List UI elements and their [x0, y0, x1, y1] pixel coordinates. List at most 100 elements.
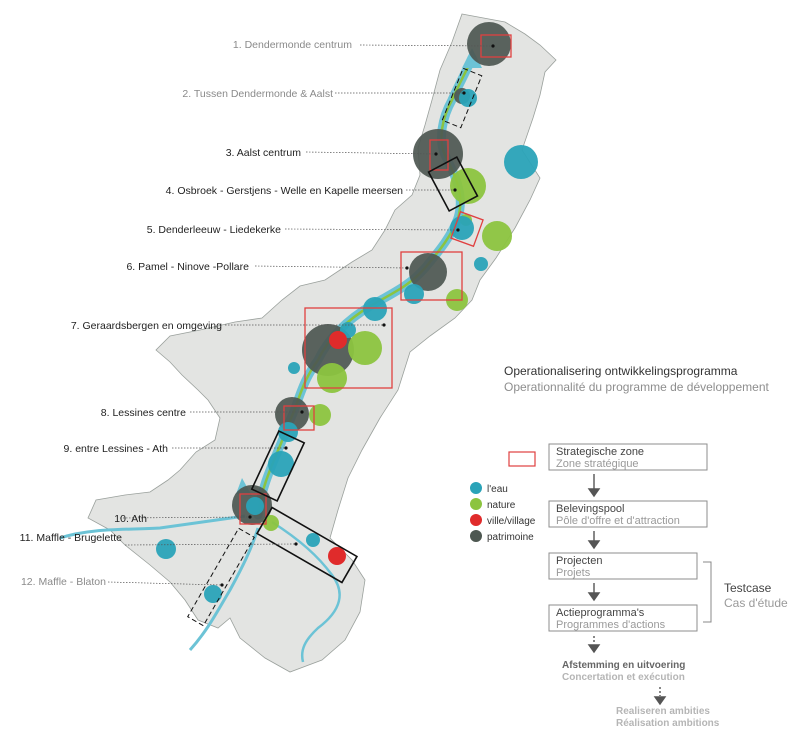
- tributary-river-east: [271, 520, 341, 663]
- leader-dot: [382, 323, 386, 327]
- leader-dot: [434, 152, 438, 156]
- project-box-9: [250, 430, 306, 502]
- leader-dot: [248, 515, 252, 519]
- flow-arrow-5-head: [653, 696, 667, 706]
- project-box-4: [427, 155, 479, 213]
- legend-nature-label: nature: [487, 500, 516, 511]
- nature-circle: [309, 404, 331, 426]
- tributary-river-west: [59, 514, 246, 540]
- step-afstemming-nl: Afstemming en uitvoering: [562, 660, 685, 671]
- flow-arrow-4-head: [587, 644, 601, 654]
- strategic-zone-3: [429, 139, 449, 171]
- leader-line-6: [254, 265, 408, 269]
- site-label-12: 12. Maffle - Blaton: [21, 576, 106, 588]
- legend-water-swatch: [470, 482, 482, 494]
- legend-heritage-label: patrimoine: [487, 532, 534, 543]
- flow-box-1-fr: Zone stratégique: [556, 458, 639, 470]
- flow-box-belevingspool: [548, 500, 708, 528]
- leader-dot: [300, 410, 304, 414]
- legend-water-label: l'eau: [487, 484, 508, 495]
- nature-circle: [450, 168, 486, 204]
- site-label-7: 7. Geraardsbergen en omgeving: [71, 320, 222, 332]
- nature-circle: [348, 331, 382, 365]
- site-label-5: 5. Denderleeuw - Liedekerke: [147, 224, 281, 236]
- flow-arrow-1-head: [587, 488, 601, 498]
- flow-arrow-2-head: [587, 540, 601, 550]
- legend-nature-swatch: [470, 498, 482, 510]
- patrimoine-circle: [467, 22, 511, 66]
- leader-dot: [462, 91, 466, 95]
- testcase-nl: Testcase: [724, 581, 772, 595]
- patrimoine-circle: [413, 129, 463, 179]
- town-circle: [328, 547, 346, 565]
- leader-line-3: [305, 151, 437, 155]
- legend-heritage-swatch: [470, 530, 482, 542]
- water-circle: [450, 216, 474, 240]
- testcase-fr: Cas d'étude: [724, 596, 788, 610]
- strategic-zone-6: [400, 251, 463, 301]
- flow-box-4-fr: Programmes d'actions: [556, 619, 666, 631]
- testcase-bracket: [703, 561, 712, 623]
- legend-strategic-zone-swatch: [508, 451, 536, 467]
- water-circle: [306, 533, 320, 547]
- legend-town-swatch: [470, 514, 482, 526]
- flow-box-3-fr: Projets: [556, 567, 591, 579]
- water-circle: [404, 284, 424, 304]
- site-label-4: 4. Osbroek - Gerstjens - Welle en Kapell…: [166, 185, 403, 197]
- nature-circle: [482, 221, 512, 251]
- strategic-zone-7: [304, 307, 393, 389]
- flow-arrow-3-head: [587, 592, 601, 602]
- leader-dot: [220, 583, 224, 587]
- water-circle: [288, 362, 300, 374]
- site-label-8: 8. Lessines centre: [101, 407, 186, 419]
- site-label-1: 1. Dendermonde centrum: [233, 39, 352, 51]
- leader-line-12: [107, 581, 223, 586]
- town-circle: [329, 331, 347, 349]
- leader-dot: [294, 542, 298, 546]
- legend: l'eau nature ville/village patrimoine: [470, 482, 536, 543]
- nature-circle: [317, 363, 347, 393]
- flow-box-strategic-zone: [548, 443, 708, 471]
- leader-line-1: [359, 44, 494, 47]
- strategic-zone-5: [450, 210, 484, 248]
- flow-box-2-fr: Pôle d'offre et d'attraction: [556, 515, 680, 527]
- step-realiseren-fr: Réalisation ambitions: [616, 718, 720, 729]
- water-circle: [268, 451, 294, 477]
- water-circle: [156, 539, 176, 559]
- leader-dot: [491, 44, 495, 48]
- flow-box-4-nl: Actieprogramma's: [556, 607, 645, 619]
- site-label-6: 6. Pamel - Ninove -Pollare: [126, 261, 249, 273]
- flow-box-projecten: [548, 552, 698, 580]
- patrimoine-circle: [409, 253, 447, 291]
- step-afstemming-fr: Concertation et exécution: [562, 672, 685, 683]
- site-label-10: 10. Ath: [114, 513, 147, 525]
- nature-circle: [263, 515, 279, 531]
- title-fr: Operationnalité du programme de développ…: [504, 380, 769, 394]
- water-circle: [363, 297, 387, 321]
- title-nl: Operationalisering ontwikkelingsprogramm…: [504, 364, 738, 378]
- river-arrow-north: [462, 48, 482, 68]
- legend-town-label: ville/village: [487, 516, 536, 527]
- leader-dot: [405, 266, 409, 270]
- water-circle: [459, 89, 477, 107]
- leader-dot: [456, 228, 460, 232]
- leader-dot: [284, 446, 288, 450]
- tributary-river-south: [188, 527, 260, 652]
- water-circle: [474, 257, 488, 271]
- site-label-11: 11. Maffle - Brugelette: [20, 532, 122, 544]
- water-circle: [246, 497, 264, 515]
- flow-box-3-nl: Projecten: [556, 555, 602, 567]
- step-realiseren-nl: Realiseren ambities: [616, 706, 710, 717]
- project-box-11: [255, 506, 359, 584]
- leader-dot: [453, 188, 457, 192]
- water-circle: [504, 145, 538, 179]
- site-label-3: 3. Aalst centrum: [226, 147, 302, 159]
- flow-box-2-nl: Belevingspool: [556, 503, 625, 515]
- leader-line-10: [119, 516, 251, 519]
- site-label-9: 9. entre Lessines - Ath: [64, 443, 169, 455]
- water-circle: [204, 585, 222, 603]
- strategic-zone-8: [283, 405, 315, 431]
- flow-box-1-nl: Strategische zone: [556, 446, 644, 458]
- flow-box-actieprogramma: [548, 604, 698, 632]
